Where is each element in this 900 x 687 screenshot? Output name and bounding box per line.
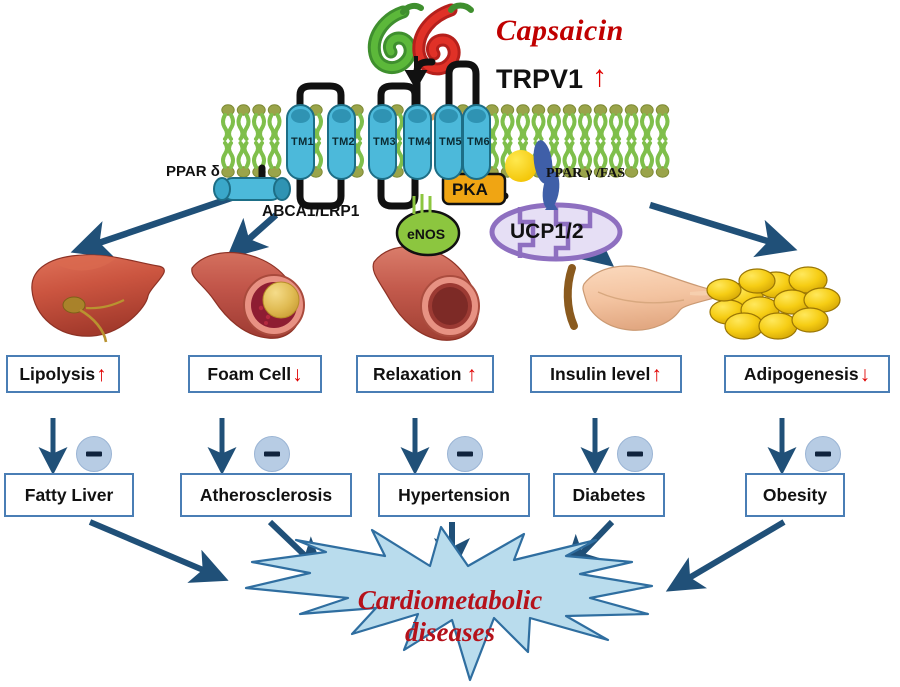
tm-segment-3-label: TM3	[373, 136, 396, 148]
tm-segment-4-label: TM4	[408, 136, 431, 148]
disease-box-atherosclerosis[interactable]: Atherosclerosis	[180, 473, 352, 517]
inhibition-marker-hypertension	[447, 436, 483, 472]
tm-segment-2-label: TM2	[332, 136, 355, 148]
cardiometabolic-burst-text: Cardiometabolic diseases	[0, 585, 900, 649]
capsaicin-label: Capsaicin	[496, 14, 624, 47]
outcome-box-adipogenesis[interactable]: Adipogenesis↓	[724, 355, 890, 393]
tm-segment-5: TM5	[434, 104, 463, 180]
ppar-gamma-receptor-icon	[505, 140, 560, 210]
outcome-box-insulin-level[interactable]: Insulin level↑	[530, 355, 682, 393]
disease-label-diabetes: Diabetes	[572, 484, 646, 505]
tm-segment-6: TM6	[462, 104, 491, 180]
tm-segment-1-label: TM1	[291, 136, 314, 148]
ucp-label: UCP1/2	[510, 220, 584, 243]
disease-label-fatty-liver: Fatty Liver	[24, 484, 114, 505]
disease-label-atherosclerosis: Atherosclerosis	[199, 484, 333, 505]
abca1-lrp1-transporter	[213, 177, 291, 201]
atherosclerotic-vessel-illustration	[191, 251, 305, 339]
enos-enzyme	[395, 194, 461, 257]
ppar-delta-label: PPAR δ	[166, 163, 220, 180]
lipid-bilayer	[221, 104, 670, 178]
outcome-box-foam-cell[interactable]: Foam Cell↓	[188, 355, 322, 393]
burst-line-1: Cardiometabolic	[357, 585, 543, 615]
outcome-box-relaxation[interactable]: Relaxation↑	[356, 355, 494, 393]
disease-box-obesity[interactable]: Obesity	[745, 473, 845, 517]
ppar-gamma-fas-label: PPAR γ /FAS	[546, 166, 626, 181]
pka-label: PKA	[452, 180, 488, 199]
tm-segment-5-label: TM5	[439, 136, 462, 148]
disease-label-obesity: Obesity	[762, 484, 828, 505]
disease-label-hypertension: Hypertension	[398, 484, 510, 505]
disease-box-hypertension[interactable]: Hypertension	[378, 473, 530, 517]
ucp-mitochondrion	[489, 202, 623, 262]
tm-segment-1: TM1	[286, 104, 315, 180]
liver-illustration	[31, 254, 165, 343]
adipocytes-illustration	[706, 266, 841, 340]
abca1-lrp1-label: ABCA1/LRP1	[262, 203, 360, 220]
relaxed-vessel-illustration	[372, 245, 480, 341]
tm-segment-4: TM4	[403, 104, 432, 180]
outcome-to-disease-arrows	[38, 418, 797, 476]
tm-segment-2: TM2	[327, 104, 356, 180]
inhibition-marker-obesity	[805, 436, 841, 472]
cardiometabolic-burst-shape	[244, 525, 654, 682]
tm-segment-6-label: TM6	[467, 136, 490, 148]
trpv1-up-arrow-icon: ↑	[592, 60, 607, 93]
disease-box-diabetes[interactable]: Diabetes	[553, 473, 665, 517]
inhibition-marker-atherosclerosis	[254, 436, 290, 472]
outcome-box-lipolysis[interactable]: Lipolysis↑	[6, 355, 120, 393]
enos-label: eNOS	[407, 226, 446, 242]
outcome-label-relaxation: Relaxation	[373, 363, 462, 384]
burst-line-2: diseases	[405, 616, 495, 647]
pancreas-illustration	[563, 264, 726, 331]
outcome-label-insulin-level: Insulin level	[550, 363, 651, 384]
trpv1-label: TRPV1	[496, 64, 584, 94]
inhibition-marker-fatty-liver	[76, 436, 112, 472]
outcome-label-adipogenesis: Adipogenesis	[743, 363, 859, 384]
disease-box-fatty-liver[interactable]: Fatty Liver	[4, 473, 134, 517]
tm-segment-3: TM3	[368, 104, 397, 180]
outcome-label-lipolysis: Lipolysis	[19, 363, 96, 384]
outcome-label-foam-cell: Foam Cell	[207, 363, 292, 384]
inhibition-marker-diabetes	[617, 436, 653, 472]
